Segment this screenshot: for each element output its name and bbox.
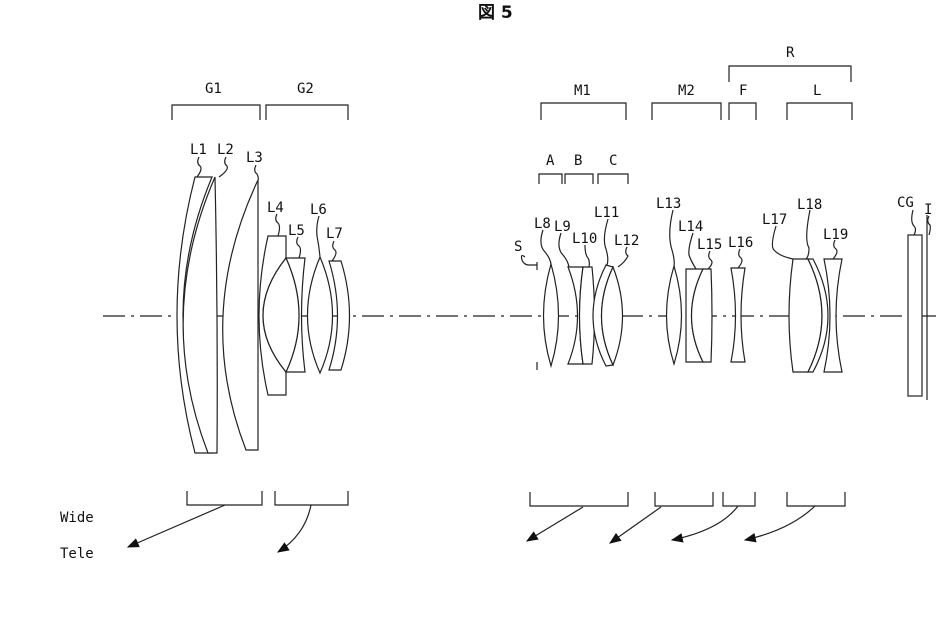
arrow-m1 bbox=[525, 506, 584, 542]
arrow-m2 bbox=[609, 506, 662, 544]
lens-l12 bbox=[600, 265, 624, 367]
group-brackets bbox=[171, 65, 853, 184]
lens-l19 bbox=[823, 258, 843, 373]
group-label-m2: M2 bbox=[678, 83, 695, 99]
lens-label-l12: L12 bbox=[614, 233, 639, 249]
lens-l16 bbox=[730, 267, 746, 363]
lens-l10 bbox=[578, 266, 596, 365]
lens-label-l8: L8 bbox=[534, 216, 551, 232]
lens-label-l11: L11 bbox=[594, 205, 619, 221]
image-plane-label: I bbox=[924, 202, 932, 218]
zoom-movement-arrows bbox=[126, 504, 816, 553]
group-label-f: F bbox=[739, 83, 747, 99]
lens-label-l1: L1 bbox=[190, 142, 207, 158]
group-label-g1: G1 bbox=[205, 81, 222, 97]
wide-label: Wide bbox=[60, 510, 94, 526]
lens-label-l14: L14 bbox=[678, 219, 703, 235]
lens-l2 bbox=[182, 176, 218, 454]
lens-label-l9: L9 bbox=[554, 219, 571, 235]
tele-label: Tele bbox=[60, 546, 94, 562]
stop-label: S bbox=[514, 239, 522, 255]
lens-label-l3: L3 bbox=[246, 150, 263, 166]
cover-glass bbox=[907, 234, 923, 397]
lens-l3 bbox=[222, 179, 259, 451]
lens-label-l17: L17 bbox=[762, 212, 787, 228]
group-label-m1: M1 bbox=[574, 83, 591, 99]
lens-label-l13: L13 bbox=[656, 196, 681, 212]
arrow-l bbox=[743, 505, 816, 543]
cover-glass-label: CG bbox=[897, 195, 914, 211]
lens-l7 bbox=[328, 260, 351, 371]
figure-title: 図 5 bbox=[478, 3, 513, 23]
group-label-b: B bbox=[574, 153, 582, 169]
lens-label-l16: L16 bbox=[728, 235, 753, 251]
lens-l8 bbox=[542, 261, 560, 369]
lens-l15 bbox=[690, 268, 713, 363]
lens-label-l5: L5 bbox=[288, 223, 305, 239]
movement-brackets bbox=[186, 491, 846, 507]
lens-label-l2: L2 bbox=[217, 142, 234, 158]
lens-label-l4: L4 bbox=[267, 200, 284, 216]
lens-elements bbox=[176, 176, 928, 454]
lens-l18 bbox=[807, 258, 829, 373]
group-label-c: C bbox=[609, 153, 617, 169]
lens-l6 bbox=[306, 255, 334, 375]
lens-label-l18: L18 bbox=[797, 197, 822, 213]
group-label-r: R bbox=[786, 45, 795, 61]
group-label-g2: G2 bbox=[297, 81, 314, 97]
lens-label-l6: L6 bbox=[310, 202, 327, 218]
lens-label-l10: L10 bbox=[572, 231, 597, 247]
lens-label-l7: L7 bbox=[326, 226, 343, 242]
lens-l13 bbox=[665, 263, 683, 367]
group-label-a: A bbox=[546, 153, 555, 169]
lens-label-l15: L15 bbox=[697, 237, 722, 253]
leader-lines bbox=[196, 156, 931, 270]
lens-label-l19: L19 bbox=[823, 227, 848, 243]
arrow-g2 bbox=[276, 504, 312, 553]
arrow-f bbox=[670, 505, 739, 543]
arrow-g1 bbox=[126, 504, 226, 548]
group-label-l: L bbox=[813, 83, 821, 99]
